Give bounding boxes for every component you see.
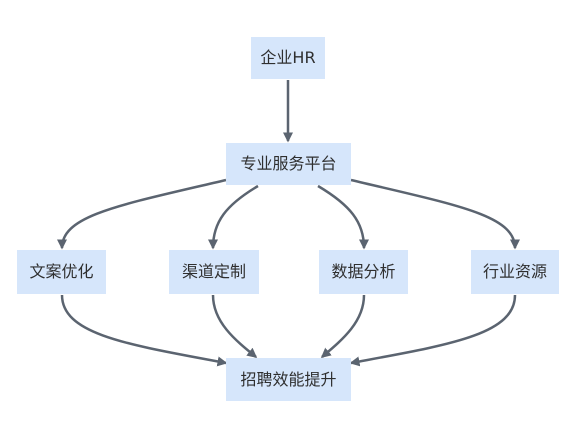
node-copywriting-optimization: 文案优化 <box>17 250 106 294</box>
node-copywriting-optimization-label: 文案优化 <box>29 262 94 281</box>
edge-data-to-result <box>320 294 366 358</box>
node-industry-resources-label: 行业资源 <box>482 262 547 281</box>
node-enterprise-hr: 企业HR <box>251 37 325 79</box>
edge-platform-to-data <box>317 184 369 250</box>
node-professional-platform: 专业服务平台 <box>226 143 351 185</box>
node-data-analysis: 数据分析 <box>319 250 408 294</box>
edge-platform-to-copy <box>57 178 227 250</box>
edge-platform-to-industry <box>350 178 520 250</box>
node-recruitment-efficiency-label: 招聘效能提升 <box>240 369 337 389</box>
edge-copy-to-result <box>60 294 228 367</box>
node-channel-customization-label: 渠道定制 <box>181 262 246 281</box>
node-recruitment-efficiency: 招聘效能提升 <box>226 358 351 401</box>
node-data-analysis-label: 数据分析 <box>331 262 396 281</box>
edge-industry-to-result <box>349 294 517 367</box>
node-professional-platform-label: 专业服务平台 <box>240 154 337 173</box>
edge-platform-to-channel <box>208 184 259 250</box>
edge-channel-to-result <box>211 294 258 358</box>
node-channel-customization: 渠道定制 <box>169 250 259 294</box>
node-enterprise-hr-label: 企业HR <box>260 48 316 67</box>
node-industry-resources: 行业资源 <box>471 250 559 294</box>
